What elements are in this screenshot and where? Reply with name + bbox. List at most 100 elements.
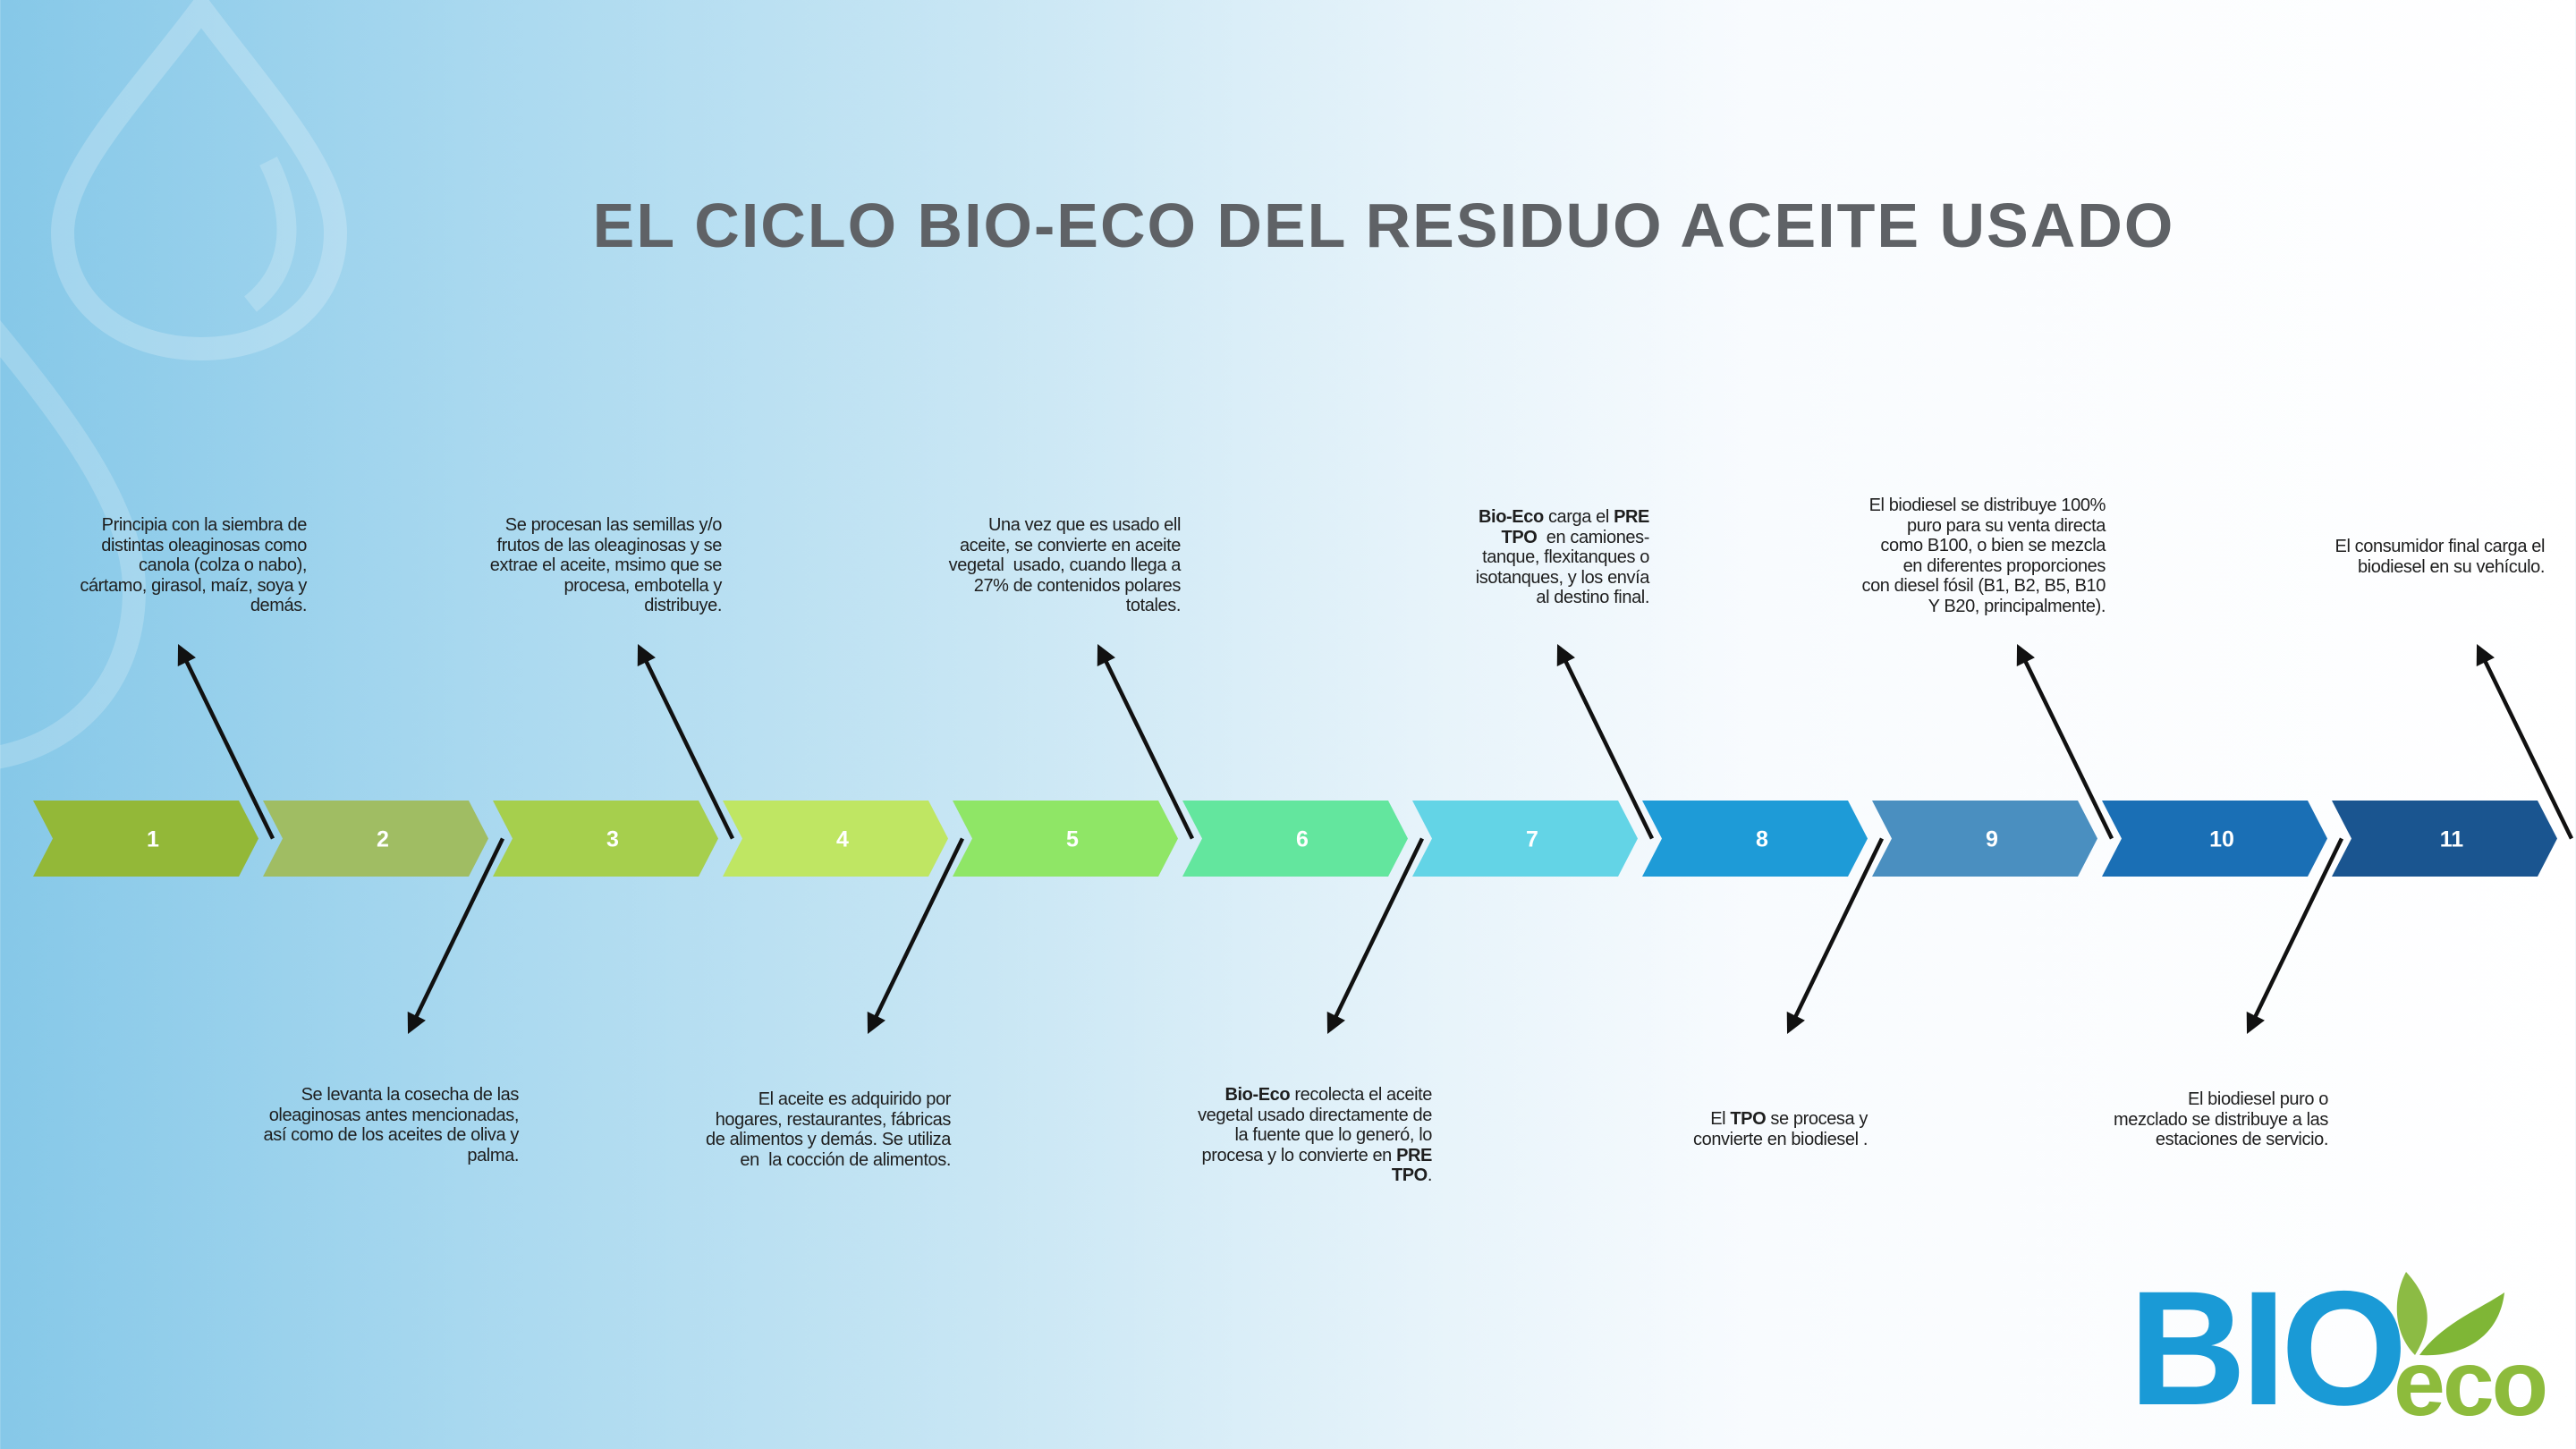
step-chevron-4 xyxy=(723,801,948,877)
step-chevron-1 xyxy=(33,801,258,877)
text-segment: en diferentes proporciones xyxy=(1902,555,2106,576)
pointer-arrow xyxy=(2476,643,2574,840)
step-chevron-11 xyxy=(2332,801,2557,877)
step-number: 10 xyxy=(2209,827,2234,852)
text-segment: convierte en biodiesel . xyxy=(1693,1129,1868,1149)
text-segment: mezclado se distribuye a las xyxy=(2113,1109,2328,1130)
step-description-4: El aceite es adquirido por hogares, rest… xyxy=(706,1089,951,1170)
text-segment: . xyxy=(1427,1165,1433,1185)
text-segment: en camiones- xyxy=(1537,527,1650,547)
step-description-10: El biodiesel puro o mezclado se distribu… xyxy=(2114,1089,2328,1150)
text-segment: El xyxy=(1710,1109,1731,1129)
text-segment: totales. xyxy=(1125,596,1182,615)
text-segment: isotanques, y los envía xyxy=(1475,567,1650,588)
bold-text: PRE xyxy=(1396,1145,1432,1165)
page-title: EL CICLO BIO-ECO DEL RESIDUO ACEITE USAD… xyxy=(592,191,2175,260)
text-segment: Se levanta la cosecha de las xyxy=(301,1085,520,1105)
pointer-arrow xyxy=(1326,837,1425,1035)
text-segment: tanque, flexitanques o xyxy=(1482,547,1649,567)
text-segment: la fuente que lo generó, lo xyxy=(1234,1125,1433,1145)
pointer-arrow xyxy=(1097,643,1195,840)
text-segment: aceite, se convierte en aceite xyxy=(959,535,1181,555)
text-segment: estaciones de servicio. xyxy=(2155,1130,2329,1149)
pointer-arrow xyxy=(637,643,735,840)
step-number: 5 xyxy=(1066,827,1079,852)
step-number: 6 xyxy=(1296,827,1309,852)
step-description-7: Bio-Eco carga el PRE TPO en camiones- ta… xyxy=(1475,507,1650,608)
step-chevron-5 xyxy=(953,801,1178,877)
text-segment: así como de los aceites de oliva y xyxy=(263,1125,520,1145)
step-number: 9 xyxy=(1986,827,1998,852)
step-description-3: Se procesan las semillas y/o frutos de l… xyxy=(489,515,723,616)
pointer-arrow xyxy=(407,837,505,1035)
text-segment: canola (colza o nabo), xyxy=(139,555,307,575)
leaf-icon xyxy=(2396,1272,2504,1356)
pointer-arrow xyxy=(1556,643,1655,840)
step-description-11: El consumidor final carga el biodiesel e… xyxy=(2334,537,2546,577)
pointer-arrow xyxy=(177,643,275,840)
step-number: 3 xyxy=(606,827,619,852)
bold-text: TPO xyxy=(1730,1109,1767,1129)
step-description-2: Se levanta la cosecha de las oleaginosas… xyxy=(263,1085,520,1165)
pointer-arrow xyxy=(2016,643,2114,840)
step-chevron-3 xyxy=(493,801,718,877)
logo-bio-text: BIO xyxy=(2129,1257,2408,1439)
step-number: 4 xyxy=(836,827,849,852)
text-segment: de alimentos y demás. Se utiliza xyxy=(705,1130,951,1149)
text-segment: cártamo, girasol, maíz, soya y xyxy=(80,575,307,596)
step-number: 11 xyxy=(2440,827,2464,852)
text-segment: biodiesel en su vehículo. xyxy=(2357,556,2545,577)
step-description-1: Principia con la siembra de distintas ol… xyxy=(80,515,307,616)
step-chevron-6 xyxy=(1182,801,1408,877)
text-segment: frutos de las oleaginosas y se xyxy=(496,535,723,555)
text-segment: distintas oleaginosas como xyxy=(101,535,307,555)
step-description-5: Una vez que es usado ell aceite, se conv… xyxy=(948,515,1182,616)
bold-text: TPO xyxy=(1501,527,1538,547)
step-number: 7 xyxy=(1526,827,1538,852)
logo-eco-text: eco xyxy=(2394,1332,2548,1436)
text-segment: vegetal usado, cuando llega a xyxy=(948,555,1182,575)
text-segment: puro para su venta directa xyxy=(1907,515,2106,536)
step-description-8: El TPO se procesa y convierte en biodies… xyxy=(1693,1109,1868,1149)
text-segment: en la cocción de alimentos. xyxy=(740,1149,951,1170)
step-number: 8 xyxy=(1756,827,1768,852)
pointer-arrow xyxy=(1786,837,1885,1035)
text-segment: al destino final. xyxy=(1536,588,1649,607)
step-description-6: Bio-Eco recolecta el aceite vegetal usad… xyxy=(1198,1085,1432,1186)
text-segment: procesa, embotella y xyxy=(564,575,722,596)
text-segment: como B100, o bien se mezcla xyxy=(1880,536,2106,555)
text-segment: hogares, restaurantes, fábricas xyxy=(715,1109,952,1130)
pointer-arrow xyxy=(2246,837,2344,1035)
step-chevron-9 xyxy=(1872,801,2097,877)
text-segment: demás. xyxy=(250,596,308,615)
text-segment: se procesa y xyxy=(1766,1109,1868,1129)
text-segment: El aceite es adquirido por xyxy=(758,1089,952,1109)
step-chevron-7 xyxy=(1412,801,1638,877)
droplet-decoration xyxy=(0,0,348,769)
step-chevron-10 xyxy=(2102,801,2327,877)
text-segment: extrae el aceite, msimo que se xyxy=(489,555,723,575)
step-chevron-2 xyxy=(263,801,488,877)
text-segment: distribuye. xyxy=(644,596,722,615)
bioeco-logo: BIO eco xyxy=(2129,1257,2558,1439)
text-segment: Se procesan las semillas y/o xyxy=(504,515,723,535)
step-number: 1 xyxy=(147,827,159,852)
text-segment: recolecta el aceite xyxy=(1290,1085,1432,1105)
bold-text: PRE xyxy=(1614,507,1649,527)
text-segment: Y B20, principalmente). xyxy=(1928,596,2106,616)
step-description-9: El biodiesel se distribuye 100% puro par… xyxy=(1861,496,2106,616)
step-chevron-8 xyxy=(1642,801,1868,877)
step-number: 2 xyxy=(377,827,389,852)
text-segment: carga el xyxy=(1543,507,1614,527)
text-segment: con diesel fósil (B1, B2, B5, B10 xyxy=(1861,576,2106,596)
text-segment: El consumidor final carga el xyxy=(2334,537,2546,556)
text-segment: palma. xyxy=(467,1145,519,1165)
text-segment: 27% de contenidos polares xyxy=(973,575,1182,596)
bold-text: Bio-Eco xyxy=(1479,507,1544,527)
pointer-arrow xyxy=(867,837,965,1035)
bold-text: Bio-Eco xyxy=(1224,1085,1291,1105)
text-segment: El biodiesel puro o xyxy=(2188,1089,2328,1109)
bold-text: TPO xyxy=(1391,1165,1428,1185)
text-segment: El biodiesel se distribuye 100% xyxy=(1868,496,2106,515)
